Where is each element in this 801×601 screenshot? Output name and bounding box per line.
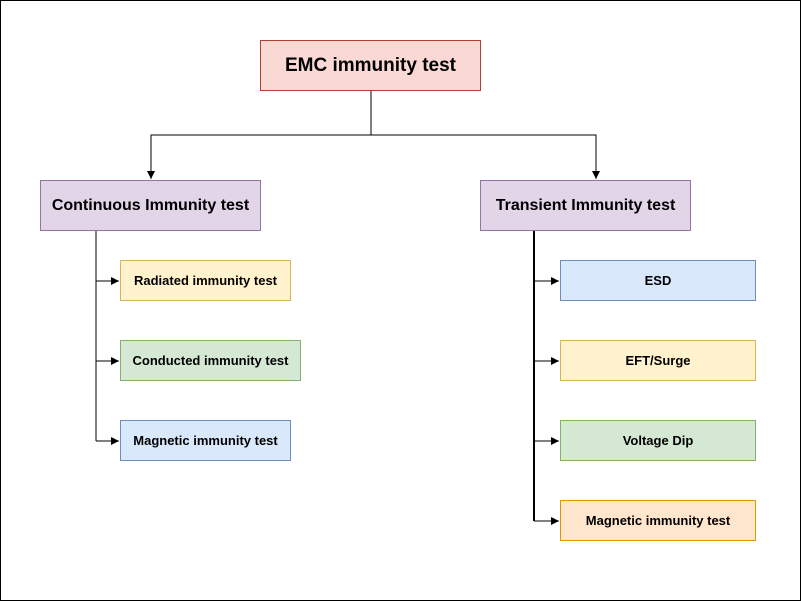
node-conducted-immunity-test: Conducted immunity test	[120, 340, 301, 381]
node-esd: ESD	[560, 260, 756, 301]
node-voltage-dip: Voltage Dip	[560, 420, 756, 461]
node-magnetic-immunity-test-continuous: Magnetic immunity test	[120, 420, 291, 461]
magnetic-continuous-label: Magnetic immunity test	[133, 433, 278, 448]
eft-surge-label: EFT/Surge	[625, 353, 691, 368]
root-node-emc-immunity-test: EMC immunity test	[260, 40, 481, 91]
node-transient-immunity-test: Transient Immunity test	[480, 180, 691, 231]
magnetic-transient-label: Magnetic immunity test	[585, 513, 731, 528]
voltage-dip-label: Voltage Dip	[622, 433, 694, 448]
node-eft-surge: EFT/Surge	[560, 340, 756, 381]
connector-root-to-transient	[371, 134, 600, 179]
conducted-label: Conducted immunity test	[132, 353, 289, 368]
root-label: EMC immunity test	[284, 54, 457, 76]
continuous-label: Continuous Immunity test	[51, 196, 250, 214]
node-radiated-immunity-test: Radiated immunity test	[120, 260, 291, 301]
radiated-label: Radiated immunity test	[133, 273, 278, 288]
transient-label: Transient Immunity test	[495, 196, 676, 214]
node-magnetic-immunity-test-transient: Magnetic immunity test	[560, 500, 756, 541]
connector-root-to-continuous	[147, 91, 372, 179]
esd-label: ESD	[644, 273, 672, 288]
node-continuous-immunity-test: Continuous Immunity test	[40, 180, 261, 231]
